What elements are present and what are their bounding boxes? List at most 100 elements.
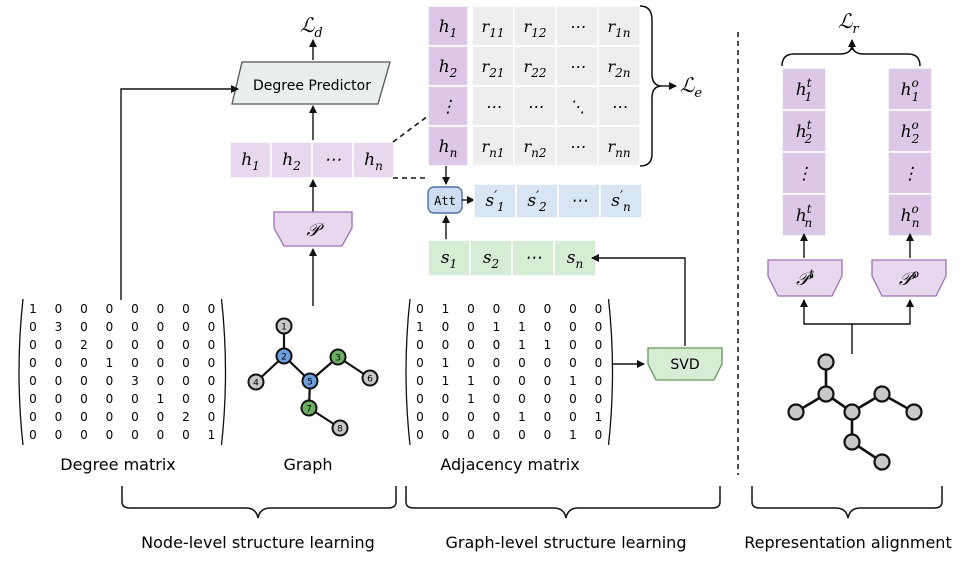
spectral-cell	[511, 239, 555, 277]
matrix-entry: 1	[467, 374, 475, 388]
node-embedding-cell	[229, 141, 272, 179]
matrix-entry: 0	[544, 374, 552, 388]
similarity-symbol: ⋯	[569, 57, 585, 76]
h-embedding-symbol: ⋮	[440, 97, 457, 117]
refined-spectral-symbol: ⋯	[571, 191, 588, 211]
matrix-entry: 0	[157, 428, 165, 442]
molecule-node	[787, 403, 805, 421]
matrix-entry: 0	[416, 338, 424, 352]
graph-level-title: Graph-level structure learning	[446, 533, 687, 552]
matrix-entry: 0	[518, 302, 526, 316]
graph-node	[275, 347, 293, 365]
node-embedding-cell	[270, 141, 313, 179]
matrix-entry: 0	[569, 356, 577, 370]
matrix-entry: 0	[467, 356, 475, 370]
matrix-entry: 1	[518, 320, 526, 334]
h-embedding-cell	[427, 45, 469, 87]
matrix-entry: 0	[29, 374, 37, 388]
matrix-entry: 0	[467, 320, 475, 334]
matrix-entry: 0	[208, 302, 216, 316]
similarity-cell	[597, 125, 641, 167]
similarity-cell	[597, 45, 641, 87]
matrix-entry: 0	[157, 356, 165, 370]
loss-entropy: ℒe	[680, 73, 702, 101]
matrix-entry: 0	[157, 374, 165, 388]
alignment-section-brace	[751, 486, 943, 519]
matrix-entry: 0	[182, 302, 190, 316]
matrix-entry: 0	[80, 320, 88, 334]
molecule-node	[873, 453, 891, 471]
matrix-entry: 1	[442, 356, 450, 370]
matrix-entry: 1	[208, 428, 216, 442]
matrix-entry: 0	[131, 338, 139, 352]
matrix-entry: 0	[595, 356, 603, 370]
molecule-node	[843, 433, 861, 451]
similarity-symbol: ⋯	[611, 97, 627, 116]
matrix-entry: 0	[493, 302, 501, 316]
graph-node	[300, 399, 318, 417]
matrix-entry: 1	[569, 428, 577, 442]
graph-node-label: 7	[306, 405, 312, 415]
matrix-entry: 0	[55, 410, 63, 424]
similarity-cell	[513, 85, 557, 127]
matrix-entry: 0	[29, 392, 37, 406]
target-projector-block	[767, 259, 843, 297]
matrix-entry: 0	[544, 320, 552, 334]
matrix-entry: 0	[157, 338, 165, 352]
matrix-entry: 0	[182, 320, 190, 334]
matrix-entry: 0	[518, 356, 526, 370]
matrix-entry: 0	[544, 392, 552, 406]
matrix-entry: 0	[29, 410, 37, 424]
matrix-entry: 0	[182, 428, 190, 442]
matrix-bracket-left	[405, 298, 411, 446]
matrix-entry: 0	[80, 302, 88, 316]
spectral-symbol: sn	[567, 248, 583, 271]
matrix-entry: 0	[208, 338, 216, 352]
matrix-entry: 0	[416, 374, 424, 388]
matrix-entry: 0	[493, 410, 501, 424]
node-embedding-symbol: hn	[364, 150, 383, 173]
node-level-brace	[121, 486, 397, 519]
similarity-cell	[471, 85, 515, 127]
target-embedding-cell	[781, 151, 827, 195]
molecule-node	[905, 403, 923, 421]
matrix-entry: 0	[493, 392, 501, 406]
matrix-entry: 0	[595, 302, 603, 316]
graph-node-label: 5	[307, 378, 313, 388]
similarity-cell	[513, 125, 557, 167]
matrix-entry: 0	[467, 428, 475, 442]
matrix-entry: 0	[595, 338, 603, 352]
matrix-entry: 0	[518, 392, 526, 406]
similarity-symbol: ⋱	[569, 97, 585, 116]
matrix-entry: 1	[544, 338, 552, 352]
matrix-entry: 0	[106, 392, 114, 406]
matrix-entry: 0	[55, 392, 63, 406]
matrix-entry: 0	[208, 320, 216, 334]
similarity-cell	[555, 125, 599, 167]
graph-node	[331, 419, 349, 437]
alignment-brace	[781, 43, 921, 67]
matrix-entry: 0	[131, 428, 139, 442]
similarity-symbol: r21	[482, 57, 505, 80]
matrix-bracket-right	[607, 298, 614, 446]
online-embedding-cell	[887, 109, 933, 153]
matrix-entry: 1	[442, 374, 450, 388]
matrix-entry: 1	[106, 356, 114, 370]
node-embedding-cell	[352, 141, 395, 179]
molecule-node	[817, 353, 835, 371]
node-level-title: Node-level structure learning	[141, 533, 375, 552]
refined-spectral-cell	[557, 183, 601, 219]
matrix-entry: 0	[544, 410, 552, 424]
attention-label: Att	[434, 194, 456, 208]
svd-label: SVD	[670, 357, 699, 373]
matrix-entry: 0	[182, 392, 190, 406]
matrix-entry: 0	[595, 320, 603, 334]
matrix-entry: 0	[55, 356, 63, 370]
matrix-entry: 0	[569, 410, 577, 424]
